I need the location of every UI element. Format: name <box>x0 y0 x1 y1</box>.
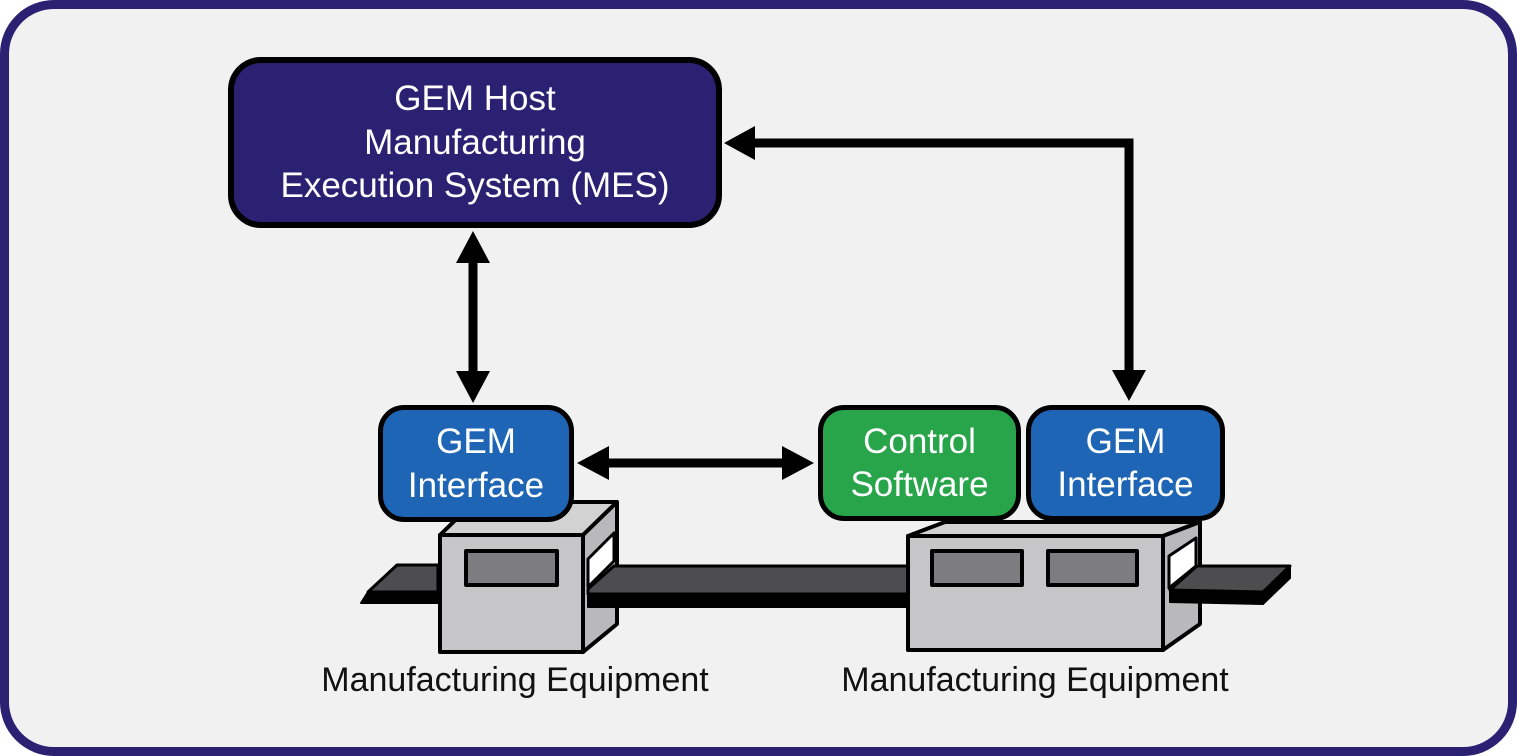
arrowhead-into-mes-icon <box>724 126 755 160</box>
mes-node: GEM Host Manufacturing Execution System … <box>228 57 722 228</box>
equipment-label-left: Manufacturing Equipment <box>321 661 709 699</box>
conveyor-middle-segment <box>586 564 910 608</box>
arrowhead-into-gem-icon <box>1112 370 1146 401</box>
machine-left-side-opening <box>586 531 616 589</box>
machine-right-window-2 <box>1046 549 1139 587</box>
conveyor-left-top <box>366 563 440 594</box>
arrowhead-left-icon <box>577 446 609 480</box>
gem-interface-left-node: GEM Interface <box>378 405 574 522</box>
arrowhead-right-icon <box>782 446 814 480</box>
arrowhead-up-icon <box>456 231 490 263</box>
machine-right-window-1 <box>930 549 1024 587</box>
machine-left-front <box>438 533 585 654</box>
machine-right-front <box>906 534 1165 652</box>
gem-interface-right-node: GEM Interface <box>1026 405 1225 521</box>
arrow-gem-right-mes <box>724 126 1146 401</box>
conveyor-right-top <box>1168 564 1292 594</box>
control-software-node: Control Software <box>818 405 1021 521</box>
conveyor-right-segment <box>1168 564 1292 605</box>
machine-right-top-face <box>906 520 1202 538</box>
conveyor-middle-top <box>586 564 910 596</box>
arrow-gem-left-control <box>577 446 814 480</box>
conveyor-left-edge <box>360 591 439 604</box>
conveyor-left-segment <box>360 563 440 604</box>
arrow-mes-gem-left <box>456 231 490 403</box>
conveyor-middle-edge <box>587 593 909 608</box>
arrowhead-down-icon <box>456 371 490 403</box>
equipment-label-right: Manufacturing Equipment <box>841 661 1229 699</box>
machine-left-window <box>464 549 559 587</box>
